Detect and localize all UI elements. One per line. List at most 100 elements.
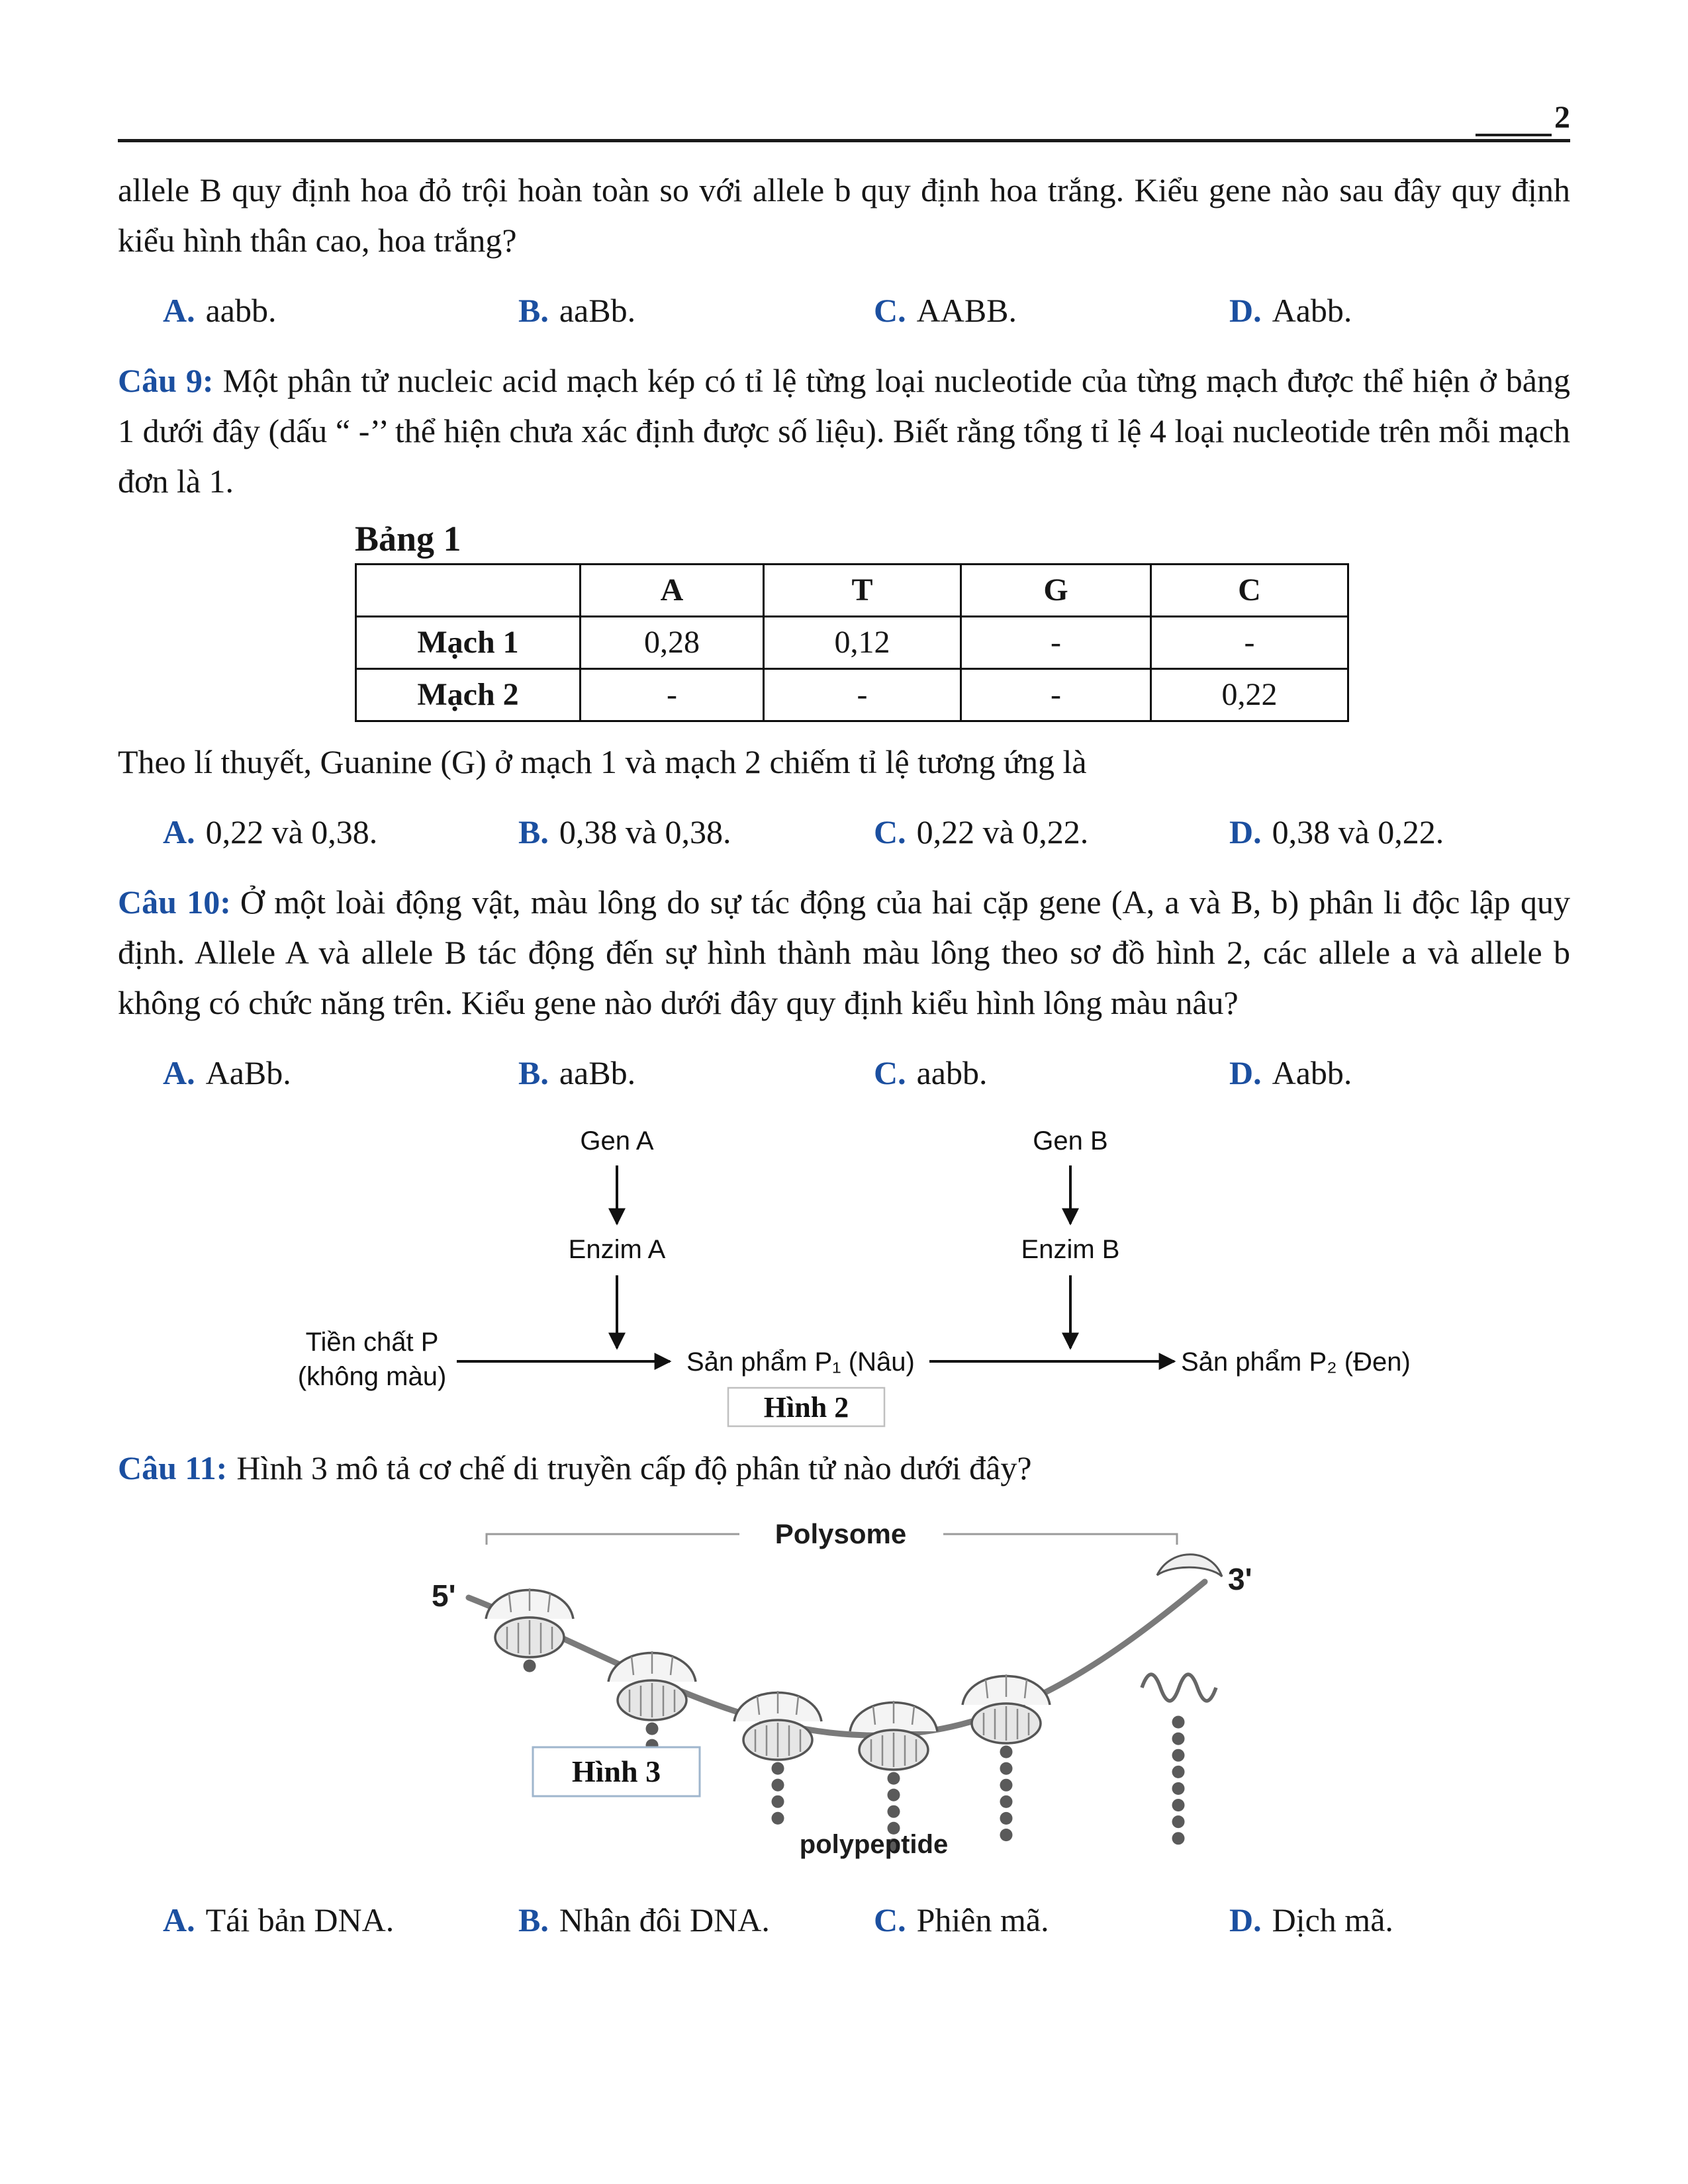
answer-letter: D.: [1229, 813, 1262, 850]
answer-text: Aabb.: [1272, 292, 1352, 329]
answer-text: 0,22 và 0,38.: [205, 813, 378, 850]
polysome-figure: Polysome 5' 3' Hình 3 polypeptide: [432, 1518, 1252, 1859]
answer-option: A.0,22 và 0,38.: [163, 807, 518, 857]
answer-letter: B.: [518, 813, 549, 850]
answer-text: aabb.: [205, 292, 277, 329]
page-number-area: 2: [118, 99, 1570, 136]
q11-answers: A. Tái bản DNA. B.Nhân đôi DNA. C. Phiên m…: [118, 1895, 1570, 1945]
answer-option: A. Tái bản DNA.: [163, 1895, 518, 1945]
header-rule: [118, 139, 1570, 142]
ribosome: [733, 1690, 823, 1761]
answer-text: Nhân đôi DNA.: [559, 1901, 770, 1938]
q10-label: Câu 10:: [118, 884, 231, 921]
five-prime-label: 5': [432, 1578, 456, 1613]
answer-letter: B.: [518, 292, 549, 329]
col-header-T: T: [763, 563, 962, 617]
cell: -: [960, 668, 1152, 722]
cell: -: [960, 615, 1152, 670]
cell: -: [763, 668, 962, 722]
page-number-underline: [1476, 99, 1552, 136]
polysome-bracket-left: [485, 1533, 739, 1545]
three-prime-label: 3': [1228, 1562, 1252, 1596]
answer-option: C. Phiên mã.: [874, 1895, 1229, 1945]
figure-2: Gen A Enzim A Gen B Enzim B Tiền chất P …: [298, 1118, 1570, 1443]
q10-paragraph: Câu 10:Ở một loài động vật, màu lông do …: [118, 877, 1570, 1028]
figure-2-caption-box: [727, 1387, 886, 1428]
answer-option: A.aabb.: [163, 285, 518, 336]
cell: 0,22: [1150, 668, 1349, 722]
cell: -: [579, 668, 765, 722]
answer-option: B.aaBb.: [518, 1048, 874, 1098]
answer-text: Phiên mã.: [916, 1901, 1049, 1938]
answer-letter: C.: [874, 813, 906, 850]
answer-text: AABB.: [916, 292, 1017, 329]
answer-option: D. Dịch mã.: [1229, 1895, 1570, 1945]
gen-a-label: Gen A: [580, 1126, 654, 1156]
table-1-title: Bảng 1: [355, 519, 461, 559]
table-row: Mạch 2 - - - 0,22: [355, 668, 1349, 722]
answer-letter: A.: [163, 1901, 195, 1938]
q9-text: Một phân tử nucleic acid mạch kép có tỉ …: [118, 362, 1570, 500]
answer-option: C.aabb.: [874, 1048, 1229, 1098]
product-2-label: Sản phẩm P₂ (Đen): [1181, 1347, 1411, 1377]
answer-text: aaBb.: [559, 1054, 636, 1091]
released-ribosomal-subunit: [1156, 1553, 1223, 1578]
polysome-bracket-right: [943, 1533, 1178, 1545]
answer-letter: D.: [1229, 1054, 1262, 1091]
answer-letter: C.: [874, 1901, 906, 1938]
precursor-label-line2: (không màu): [299, 1362, 446, 1391]
q9-label: Câu 9:: [118, 362, 214, 399]
ribosome: [961, 1673, 1051, 1745]
q9-answers: A.0,22 và 0,38. B.0,38 và 0,38. C.0,22 v…: [118, 807, 1570, 857]
precursor-label-line1: Tiền chất P: [306, 1328, 439, 1357]
mrna-strand: [465, 1578, 1208, 1739]
q10-text: Ở một loài động vật, màu lông do sự tác …: [118, 884, 1570, 1021]
nucleotide-table: A T G C Mạch 1 0,28 0,12 - - Mạch 2 - - …: [355, 563, 1349, 722]
cell: 0,12: [763, 615, 962, 670]
enzim-b-label: Enzim B: [1021, 1235, 1120, 1264]
enzim-a-label: Enzim A: [569, 1235, 666, 1264]
answer-option: D. Aabb.: [1229, 285, 1570, 336]
q8-answers: A.aabb. B. aaBb. C. AABB. D. Aabb.: [118, 285, 1570, 336]
answer-text: Dịch mã.: [1272, 1901, 1393, 1938]
q8-text: allele B quy định hoa đỏ trội hoàn toàn …: [118, 171, 1570, 259]
cell: 0,28: [579, 615, 765, 670]
answer-text: aaBb.: [559, 292, 636, 329]
q9-paragraph: Câu 9:Một phân tử nucleic acid mạch kép …: [118, 355, 1570, 506]
table-1-block: Bảng 1 A T G C Mạch 1 0,28 0,12 - - Mạch…: [355, 516, 1570, 722]
answer-option: B. 0,38 và 0,38.: [518, 807, 874, 857]
table-header-row: A T G C: [355, 563, 1349, 617]
q11-text: Hình 3 mô tả cơ chế di truyền cấp độ phâ…: [236, 1449, 1032, 1486]
answer-option: B.Nhân đôi DNA.: [518, 1895, 874, 1945]
figure-2-caption: Hình 2: [764, 1391, 849, 1424]
col-header-empty: [355, 563, 581, 617]
answer-letter: C.: [874, 1054, 906, 1091]
row-header: Mạch 2: [355, 668, 581, 722]
page-header: 2: [118, 99, 1570, 142]
answer-letter: D.: [1229, 292, 1262, 329]
row-header: Mạch 1: [355, 615, 581, 670]
answer-text: Aabb.: [1272, 1054, 1352, 1091]
answer-letter: D.: [1229, 1901, 1262, 1938]
cell: -: [1150, 615, 1349, 670]
polysome-label: Polysome: [775, 1518, 906, 1549]
ribosome: [485, 1587, 575, 1659]
gene-pathway-diagram: Gen A Enzim A Gen B Enzim B Tiền chất P …: [298, 1126, 1411, 1428]
answer-letter: C.: [874, 292, 906, 329]
answer-text: Tái bản DNA.: [205, 1901, 395, 1938]
product-1-label: Sản phẩm P₁ (Nâu): [686, 1347, 915, 1377]
polypeptide-label: polypeptide: [800, 1830, 948, 1859]
q11-label: Câu 11:: [118, 1449, 228, 1486]
answer-option: D. Aabb.: [1229, 1048, 1570, 1098]
ribosome: [607, 1650, 697, 1721]
answer-letter: A.: [163, 1054, 195, 1091]
answer-option: C.0,22 và 0,22.: [874, 807, 1229, 857]
coiled-structure: [1140, 1672, 1218, 1703]
answer-option: A.AaBb.: [163, 1048, 518, 1098]
q11-paragraph: Câu 11:Hình 3 mô tả cơ chế di truyền cấp…: [118, 1443, 1570, 1493]
q9-followup: Theo lí thuyết, Guanine (G) ở mạch 1 và …: [118, 743, 1087, 780]
answer-text: 0,38 và 0,38.: [559, 813, 731, 850]
answer-option: C. AABB.: [874, 285, 1229, 336]
table-row: Mạch 1 0,28 0,12 - -: [355, 615, 1349, 670]
col-header-G: G: [960, 563, 1152, 617]
